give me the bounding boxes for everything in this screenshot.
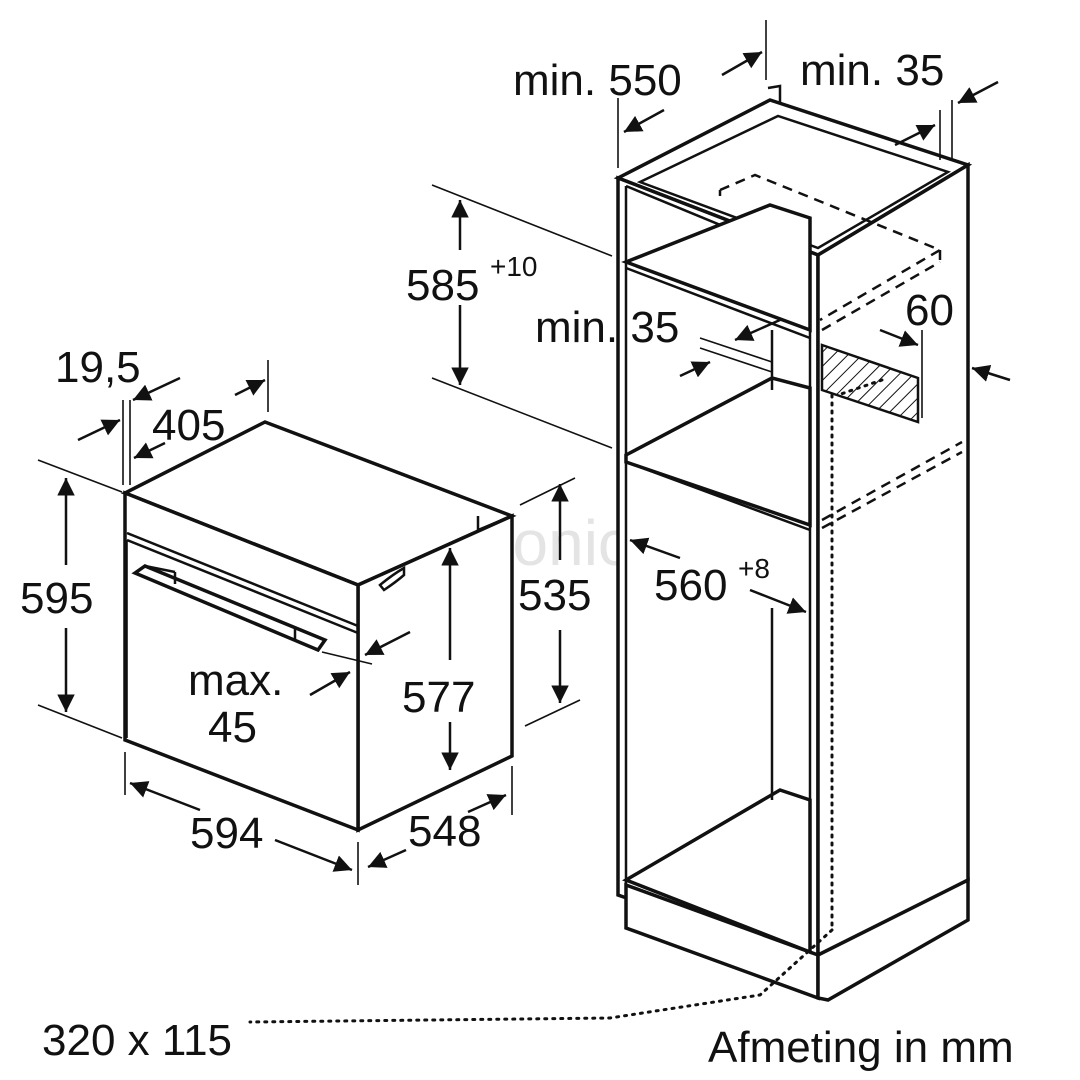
cabinet-min-gap-top-label: min. 35 [800,46,944,95]
oven-height-label: 595 [20,574,93,623]
cabinet-dimensions [431,20,1011,614]
handle-depth-label: 45 [208,703,257,752]
handle-max-label: max. [188,656,283,705]
vent-leader [248,928,834,1024]
oven-drawing [120,420,517,833]
front-thickness-label: 19,5 [55,343,141,392]
oven-depth-label: 548 [408,807,481,856]
cabinet-min-gap-back-label: min. 35 [535,303,679,352]
niche-width-label: 560 [654,561,727,610]
cabinet-min-depth-label: min. 550 [513,56,682,105]
inner-height-label: 577 [402,673,475,722]
cabinet-drawing [613,84,973,1002]
oven-width-label: 594 [190,809,263,858]
vent-depth-label: 60 [905,286,954,335]
oven-dimensions [37,360,581,885]
niche-width-tolerance: +8 [738,553,770,584]
niche-height-label: 585 [406,261,479,310]
niche-height-tolerance: +10 [490,251,538,282]
top-depth-label: 405 [152,401,225,450]
vent-opening-label: 320 x 115 [42,1016,232,1065]
side-height-label: 535 [518,571,591,620]
units-note: Afmeting in mm [708,1023,1014,1072]
